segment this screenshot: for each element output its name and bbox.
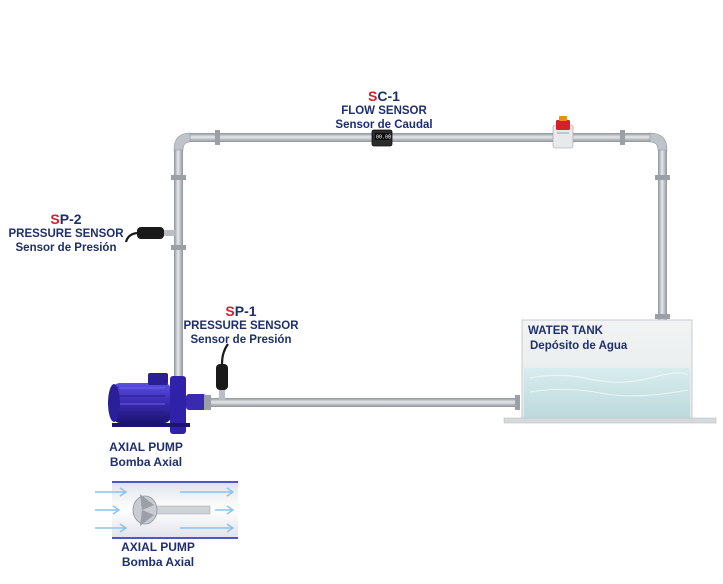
- flow-sensor-tag: SC-1: [368, 88, 400, 104]
- flow-sensor-display: 00.00: [376, 135, 391, 141]
- pressure-sensor-2[interactable]: [124, 227, 175, 243]
- axial-pump-label: AXIAL PUMP Bomba Axial: [96, 440, 196, 470]
- valve-icon: [552, 116, 574, 149]
- flow-sensor-label: SC-1 FLOW SENSOR Sensor de Caudal: [322, 88, 446, 132]
- pressure-sensor-1-name-en: PRESSURE SENSOR: [183, 320, 299, 332]
- flow-arrow-icon: [95, 487, 235, 533]
- pressure-sensor-1-name-es: Sensor de Presión: [190, 334, 292, 346]
- pressure-sensor-1[interactable]: [216, 343, 229, 400]
- pressure-sensor-2-name-en: PRESSURE SENSOR: [8, 228, 124, 240]
- axial-pump-detail-name-es: Bomba Axial: [121, 555, 195, 569]
- axial-pump-name-en: AXIAL PUMP: [109, 440, 183, 454]
- flow-sensor-name-en: FLOW SENSOR: [341, 105, 427, 117]
- axial-pump-detail: [95, 481, 238, 539]
- water-tank: [503, 319, 717, 424]
- flow-sensor[interactable]: 00.00: [371, 129, 393, 147]
- axial-pump-name-es: Bomba Axial: [109, 455, 183, 469]
- pressure-sensor-1-label: SP-1 PRESSURE SENSOR Sensor de Presión: [177, 303, 305, 347]
- axial-pump-detail-label: AXIAL PUMP Bomba Axial: [108, 540, 208, 570]
- pressure-sensor-2-label: SP-2 PRESSURE SENSOR Sensor de Presión: [2, 211, 130, 255]
- pressure-sensor-1-tag: SP-1: [225, 303, 257, 319]
- pressure-sensor-2-name-es: Sensor de Presión: [15, 242, 117, 254]
- water-tank-name-en: WATER TANK: [528, 325, 603, 337]
- water-tank-name-es: Depósito de Agua: [530, 340, 628, 352]
- axial-pump[interactable]: [108, 366, 211, 434]
- water-tank-label: WATER TANK Depósito de Agua: [528, 324, 627, 354]
- pressure-sensor-2-tag: SP-2: [50, 211, 82, 227]
- axial-pump-detail-name-en: AXIAL PUMP: [121, 540, 195, 554]
- flow-sensor-name-es: Sensor de Caudal: [335, 119, 433, 131]
- pipe-network: [171, 130, 670, 410]
